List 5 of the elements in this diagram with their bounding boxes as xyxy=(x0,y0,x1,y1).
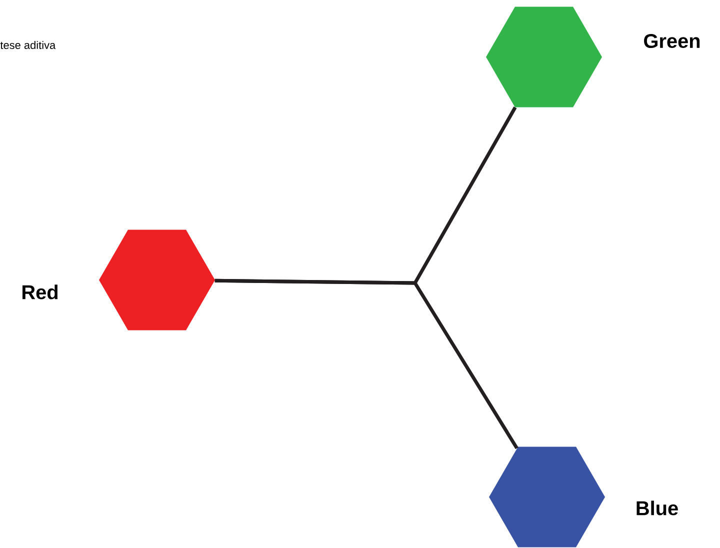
color-label: Red xyxy=(22,284,58,300)
color-label: Blue xyxy=(636,500,678,516)
connector-line xyxy=(214,278,518,450)
color-label: Green xyxy=(644,34,700,48)
title-text: tese aditiva xyxy=(0,40,56,50)
